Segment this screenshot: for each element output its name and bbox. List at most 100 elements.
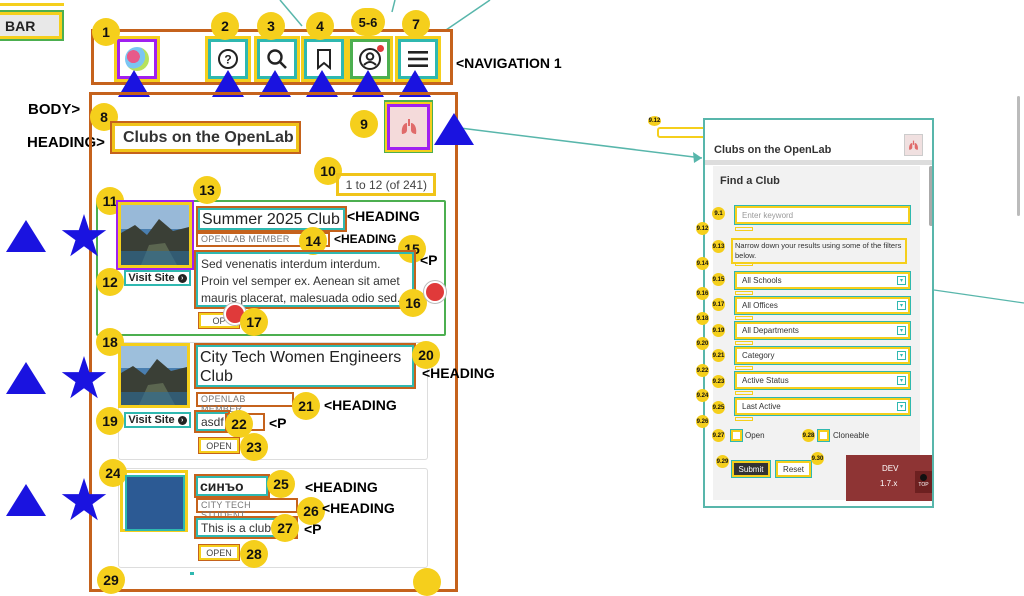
notification-dot [377, 45, 384, 52]
panel-heading: Clubs on the OpenLab [714, 144, 832, 156]
dev-badge: DEV 1.7.x TOP [846, 455, 932, 501]
marker-9-1: 9.1 [712, 207, 725, 220]
club-image-frame[interactable] [118, 343, 190, 408]
visit-site-button[interactable]: Visit Site › [124, 412, 191, 428]
partial-badge [413, 568, 441, 596]
open-checkbox[interactable] [730, 429, 743, 442]
select-schools[interactable]: All Schools ▾ [734, 271, 911, 290]
club-title[interactable]: синъо [194, 474, 270, 498]
svg-text:?: ? [224, 53, 231, 67]
badge-4: 4 [306, 12, 334, 40]
status-badge: OPEN [198, 437, 240, 454]
help-icon: ? [218, 49, 238, 69]
marker-9-22: 9.22 [696, 364, 709, 377]
chevron-up-icon [920, 474, 927, 481]
heading-label: <HEADING [422, 365, 495, 381]
select-last-active[interactable]: Last Active▾ [734, 397, 911, 416]
find-club-title: Find a Club [720, 175, 780, 187]
p-label: <P [420, 252, 438, 268]
select-label: Category [742, 351, 775, 360]
badge-1: 1 [92, 18, 120, 46]
chevron-down-icon: ▾ [897, 276, 906, 285]
panel-toggle-button[interactable] [904, 134, 923, 156]
bar-9-26 [735, 417, 753, 421]
bookmark-icon [317, 49, 331, 70]
marker-triangle [6, 362, 46, 394]
status-dot [424, 281, 446, 303]
chevron-down-icon: ▾ [897, 351, 906, 360]
marker-9-23: 9.23 [712, 375, 725, 388]
marker-9-18: 9.18 [696, 312, 709, 325]
narrow-text: Narrow down your results using some of t… [731, 238, 907, 264]
badge-12: 12 [96, 268, 124, 296]
bar-9-22 [735, 366, 753, 370]
back-to-top-button[interactable]: TOP [915, 471, 932, 493]
filter-panel: Clubs on the OpenLab Find a Club Enter k… [703, 118, 934, 508]
dev-label: DEV [882, 464, 899, 473]
marker-9-28: 9.28 [802, 429, 815, 442]
filter-toggle-button[interactable] [384, 100, 433, 153]
marker-9-12-top: 9.12 [648, 116, 661, 126]
badge-25: 25 [267, 470, 295, 498]
marker-9-16: 9.16 [696, 287, 709, 300]
marker-triangle [6, 484, 46, 516]
visit-site-label: Visit Site [128, 272, 175, 284]
star-marker: ★ [58, 346, 110, 411]
p-label: <P [269, 415, 287, 431]
lungs-icon [909, 140, 918, 150]
select-category[interactable]: Category ▾ [734, 346, 911, 365]
select-active-status[interactable]: Active Status▾ [734, 371, 911, 390]
badge-29: 29 [97, 566, 125, 594]
club-title[interactable]: City Tech Women Engineers Club [194, 343, 416, 389]
keyword-placeholder: Enter keyword [742, 210, 794, 220]
bar-9-24 [735, 391, 753, 395]
star-marker: ★ [58, 468, 110, 533]
keyword-input[interactable]: Enter keyword [734, 205, 911, 225]
badge-14: 14 [299, 227, 327, 255]
bar-9-12 [735, 227, 753, 231]
submit-button[interactable]: Submit [731, 460, 771, 478]
marker-9-15: 9.15 [712, 273, 725, 286]
bar-9-16 [735, 291, 753, 295]
cloneable-checkbox-label: Cloneable [833, 431, 870, 440]
select-label: All Schools [742, 276, 782, 285]
marker-9-29: 9.29 [716, 455, 729, 468]
heading-label: <HEADING [347, 208, 420, 224]
marker-9-12: 9.12 [696, 222, 709, 235]
heading-label: <HEADING [334, 232, 397, 246]
menu-icon [408, 51, 428, 67]
chevron-down-icon: ▾ [897, 376, 906, 385]
panel-scrollbar[interactable] [929, 166, 932, 226]
bar-9-20 [735, 341, 753, 345]
dev-version: 1.7.x [880, 479, 898, 488]
marker-9-14: 9.14 [696, 257, 709, 270]
search-icon [267, 49, 287, 69]
chevron-down-icon: ▾ [897, 402, 906, 411]
badge-17: 17 [240, 308, 268, 336]
bar-label-shadow [0, 0, 64, 6]
arrow-circle-icon: › [177, 273, 187, 283]
chevron-down-icon: ▾ [897, 301, 906, 310]
visit-site-button[interactable]: Visit Site › [124, 270, 191, 286]
badge-23: 23 [240, 433, 268, 461]
bar-9-14 [735, 262, 753, 266]
marker-9-21: 9.21 [712, 349, 725, 362]
club-title[interactable]: Summer 2025 Club [196, 206, 347, 232]
select-departments[interactable]: All Departments▾ [734, 321, 911, 340]
club-image-frame[interactable] [120, 470, 188, 532]
marker-9-19: 9.19 [712, 324, 725, 337]
club-image-frame[interactable] [116, 200, 194, 270]
badge-9: 9 [350, 110, 378, 138]
lungs-icon [401, 118, 416, 134]
logo-button[interactable] [114, 36, 160, 82]
result-count: 1 to 12 (of 241) [336, 173, 436, 196]
select-offices[interactable]: All Offices▾ [734, 296, 911, 315]
marker-9-20: 9.20 [696, 337, 709, 350]
heading-label: <HEADING [322, 500, 395, 516]
cloneable-checkbox[interactable] [817, 429, 830, 442]
marker-9-13: 9.13 [712, 240, 725, 253]
club-description: Sed venenatis interdum interdum. Proin v… [194, 250, 416, 309]
open-checkbox-label: Open [745, 431, 765, 440]
reset-button[interactable]: Reset [775, 460, 812, 478]
badge-11: 11 [96, 187, 124, 215]
